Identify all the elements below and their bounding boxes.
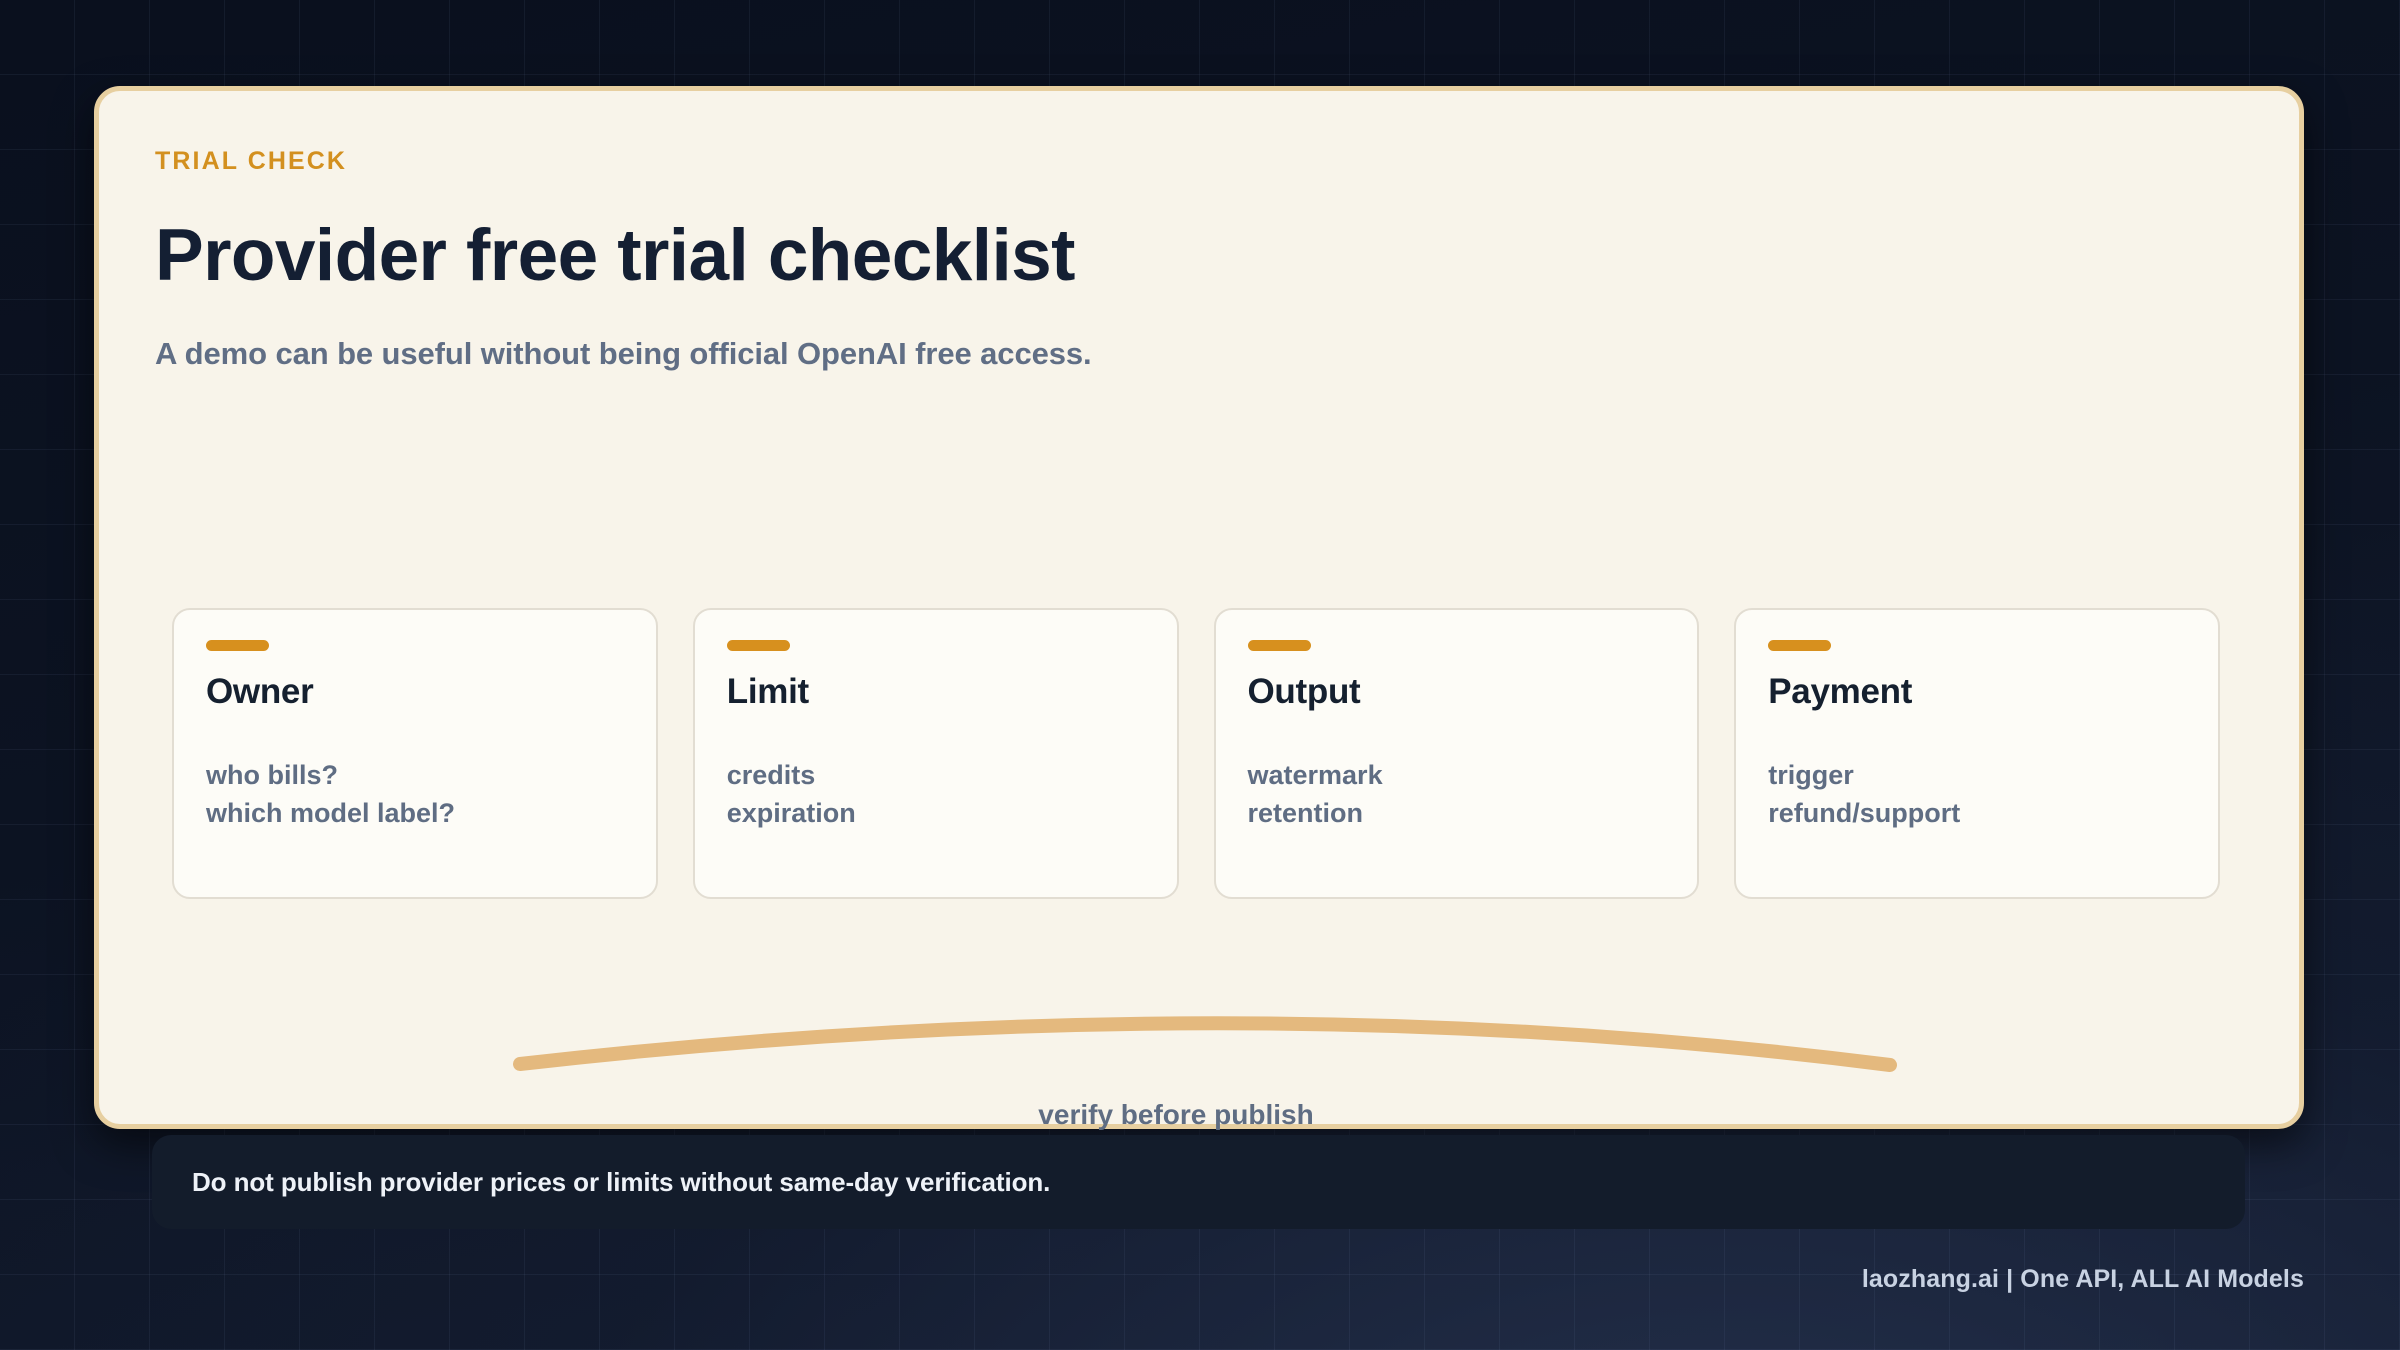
- accent-bar-icon: [1768, 640, 1832, 651]
- main-content-panel: TRIAL CHECK Provider free trial checklis…: [94, 86, 2304, 1130]
- checklist-card-owner[interactable]: Owner who bills? which model label?: [172, 608, 658, 899]
- eyebrow-label: TRIAL CHECK: [155, 147, 348, 175]
- card-body-line: credits: [726, 760, 816, 790]
- accent-bar-icon: [206, 640, 269, 651]
- arc-curve: [513, 1016, 1897, 1072]
- card-body-line: watermark: [1247, 760, 1383, 790]
- card-body-line: expiration: [726, 798, 856, 829]
- checklist-card-output[interactable]: Output watermark retention: [1213, 608, 1700, 899]
- checklist-card-payment[interactable]: Payment trigger refund/support: [1734, 608, 2220, 899]
- card-body: who bills? which model label?: [206, 756, 624, 833]
- checklist-card-limit[interactable]: Limit credits expiration: [692, 608, 1179, 899]
- card-body-line: who bills?: [206, 760, 338, 790]
- accent-bar-icon: [726, 640, 790, 651]
- card-title: Payment: [1768, 672, 1913, 711]
- card-body: credits expiration: [727, 756, 1145, 833]
- card-body-line: trigger: [1768, 760, 1854, 790]
- card-body-line: retention: [1247, 798, 1364, 829]
- warning-banner: Do not publish provider prices or limits…: [152, 1135, 2245, 1229]
- arc-caption: verify before publish: [1038, 1099, 1314, 1130]
- footer-attribution: laozhang.ai | One API, ALL AI Models: [1861, 1265, 2304, 1293]
- page-subtitle: A demo can be useful without being offic…: [155, 336, 1092, 372]
- warning-banner-text: Do not publish provider prices or limits…: [192, 1166, 1051, 1197]
- card-title: Limit: [726, 672, 809, 711]
- accent-bar-icon: [1247, 640, 1311, 651]
- page-title: Provider free trial checklist: [155, 215, 1075, 296]
- card-body: watermark retention: [1248, 756, 1666, 833]
- card-body-line: refund/support: [1768, 798, 1961, 829]
- card-body-line: which model label?: [206, 798, 456, 829]
- card-body: trigger refund/support: [1768, 756, 2186, 833]
- card-title: Owner: [206, 672, 314, 711]
- checklist-card-row: Owner who bills? which model label? Limi…: [172, 608, 2220, 899]
- card-title: Output: [1247, 672, 1361, 711]
